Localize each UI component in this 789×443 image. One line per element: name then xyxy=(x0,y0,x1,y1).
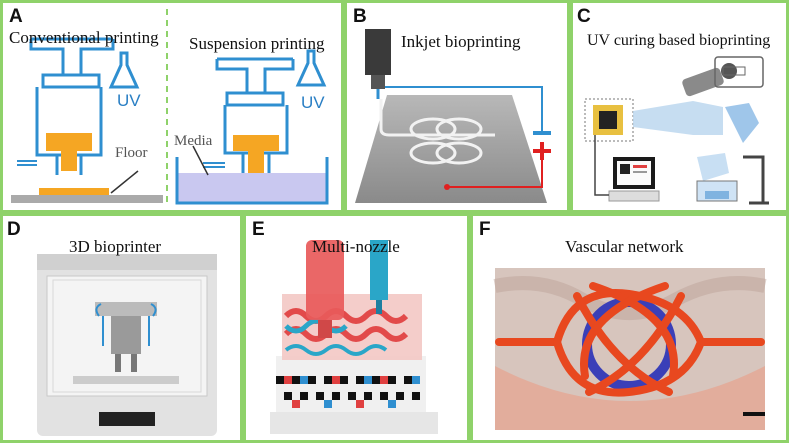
panel-c: C UV curing based bioprinting xyxy=(570,0,789,213)
panel-d-photo xyxy=(37,254,217,436)
panel-e-label: E xyxy=(252,219,265,240)
panel-e-photo xyxy=(270,240,438,434)
panel-b-title: Inkjet bioprinting xyxy=(401,32,521,51)
panel-f: F Vascular network xyxy=(470,213,789,443)
panel-a: A Conventional printing Suspension print… xyxy=(0,0,344,213)
media-label: Media xyxy=(174,133,213,149)
panel-f-label: F xyxy=(479,219,491,240)
panel-e-title: Multi-nozzle xyxy=(312,237,400,256)
panel-b-diagram xyxy=(355,29,551,203)
panel-a-diagram xyxy=(11,9,329,205)
panel-c-label: C xyxy=(577,6,591,27)
suspension-printer-illustration xyxy=(175,49,329,205)
panel-d-title: 3D bioprinter xyxy=(69,237,162,256)
checker-base xyxy=(276,356,426,412)
panel-d-label: D xyxy=(7,219,21,240)
panel-c-diagram xyxy=(584,56,769,205)
panel-a-right-title: Suspension printing xyxy=(189,34,325,53)
panel-b-label: B xyxy=(353,6,367,27)
floor-label: Floor xyxy=(115,145,148,161)
panel-b: B Inkjet bioprinting xyxy=(344,0,570,213)
panel-a-left-title: Conventional printing xyxy=(9,28,159,47)
panel-c-title: UV curing based bioprinting xyxy=(587,32,771,49)
uv-label-left: UV xyxy=(117,91,141,110)
panel-f-title: Vascular network xyxy=(565,237,684,256)
uv-label-right: UV xyxy=(301,93,325,112)
panel-f-photo xyxy=(493,268,767,430)
panel-a-label: A xyxy=(9,6,23,27)
conventional-printer-illustration xyxy=(11,37,163,203)
panel-e: E Multi-nozzle xyxy=(243,213,470,443)
panel-d: D 3D bioprinter xyxy=(0,213,243,443)
